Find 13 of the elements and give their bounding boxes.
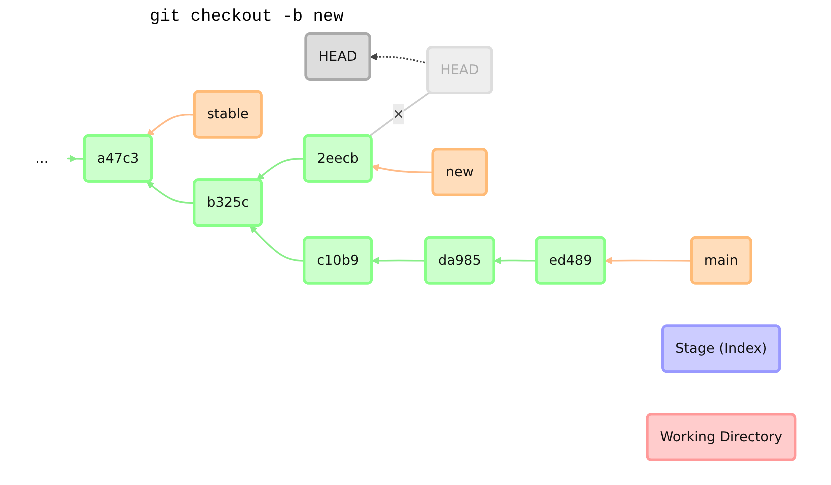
- arrow: [68, 155, 86, 163]
- arrow: [146, 182, 195, 204]
- arrow: [250, 226, 305, 262]
- arrow: [256, 158, 306, 181]
- arrow: [146, 114, 196, 136]
- connector: [368, 92, 430, 138]
- arrow: [372, 164, 434, 174]
- edge-label: ×: [393, 106, 404, 122]
- node-text: ...: [36, 150, 49, 166]
- arrow: [494, 257, 537, 265]
- command-title: git checkout -b new: [149, 7, 345, 27]
- arrow: [372, 257, 426, 265]
- arrow: [605, 257, 692, 265]
